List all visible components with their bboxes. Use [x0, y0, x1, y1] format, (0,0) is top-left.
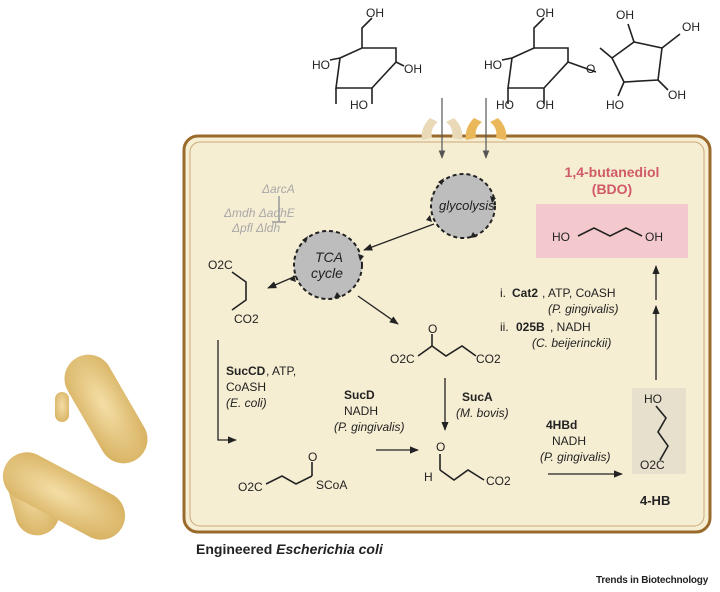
bdo-structure [577, 227, 643, 237]
akg-co2: CO2 [476, 352, 501, 366]
akg-o2c: O2C [390, 352, 415, 366]
bdo-ho: HO [552, 230, 570, 244]
deletion-line2: Δpfl Δldh [232, 221, 281, 235]
bacterium [64, 354, 148, 464]
glucose-transporter [421, 98, 463, 159]
enzyme-suca: SucA [462, 390, 493, 404]
journal-brand: Trends in Biotechnology [596, 575, 709, 586]
sucrose-structure [501, 17, 681, 104]
enzyme-cat2: Cat2 [512, 286, 539, 300]
sucrose-transporter [465, 98, 507, 159]
enzyme-sucd-cofactor: NADH [344, 404, 379, 418]
enzyme-suca-organism: (M. bovis) [456, 406, 509, 420]
sucrose-fru-oh-top-right: OH [682, 20, 700, 34]
bdo-oh: OH [645, 230, 663, 244]
pathway-arrows [217, 223, 660, 478]
succoa-o2c: O2C [238, 480, 263, 494]
tca-cycle-node [293, 230, 363, 300]
succoa-scoa: SCoA [316, 478, 348, 492]
glucose-structure [329, 17, 405, 104]
ssa-h: H [424, 470, 433, 484]
ssa-o: O [436, 440, 446, 454]
glucose-ho-bottom: HO [350, 98, 368, 112]
bacteria-illustration [2, 354, 148, 540]
caption-organism: Escherichia coli [276, 541, 383, 557]
enzyme-4hbd: 4HBd [546, 418, 578, 432]
glycolysis-label: glycolysis [439, 198, 495, 213]
enzyme-025b: 025B [516, 320, 545, 334]
4hb-o2c: O2C [640, 458, 665, 472]
sucrose-fru-ho-bottom: HO [606, 98, 624, 112]
tca-label-line1: TCA [315, 249, 343, 265]
bdo-highlight-box [536, 204, 688, 258]
arrow-tca-to-succinate [267, 275, 297, 289]
enzyme-025b-cofactor: , NADH [550, 320, 591, 334]
enzyme-cat2-prefix: i. [500, 286, 506, 300]
sucrose-glycosidic-o: O [586, 62, 596, 76]
bacterium [2, 452, 126, 540]
succoa-o: O [308, 450, 318, 464]
glycolysis-node [430, 173, 496, 239]
enzyme-succd-cofactor2: CoASH [226, 380, 267, 394]
enzyme-sucd: SucD [344, 388, 375, 402]
arrow-succinate-to-succoa [217, 340, 237, 444]
enzyme-cat2-organism: (P. gingivalis) [548, 302, 619, 316]
glucose-ho-left: HO [312, 58, 330, 72]
caption-prefix: Engineered [196, 541, 277, 557]
figure-caption: Engineered Escherichia coli [196, 542, 383, 556]
succinate-o2c: O2C [208, 258, 233, 272]
ssa-structure [439, 469, 485, 481]
sucrose-oh-top: OH [536, 6, 554, 20]
4hb-structure [655, 405, 669, 461]
glucose-oh-top: OH [366, 6, 384, 20]
deletion-line1: Δmdh ΔadhE [224, 206, 295, 220]
enzyme-025b-organism: (C. beijerinckii) [532, 336, 612, 350]
akg-keto-o: O [428, 322, 438, 336]
succinyl-coa-structure [265, 475, 313, 485]
bacterium [55, 392, 69, 422]
enzyme-succd-cofactor1: , ATP, [266, 364, 297, 378]
akg-structure [417, 345, 477, 357]
4hb-ho: HO [644, 392, 662, 406]
sucrose-ho-left: HO [484, 58, 502, 72]
succinate-co2: CO2 [234, 312, 259, 326]
enzyme-cat2-cofactor: , ATP, CoASH [542, 286, 616, 300]
tca-label-line2: cycle [311, 265, 343, 281]
enzyme-4hbd-cofactor: NADH [552, 434, 587, 448]
cell-inner-membrane [189, 141, 705, 527]
ssa-co2: CO2 [486, 474, 511, 488]
enzyme-4hbd-organism: (P. gingivalis) [540, 450, 611, 464]
enzyme-sucd-organism: (P. gingivalis) [334, 420, 405, 434]
arrow-tca-to-akg [357, 295, 399, 325]
enzyme-025b-prefix: ii. [500, 320, 509, 334]
sucrose-oh-bottom: OH [536, 98, 554, 112]
product-name-line1: 1,4-butanediol [564, 164, 660, 180]
sucrose-ho-bottom: HO [496, 98, 514, 112]
4hb-label: 4-HB [640, 493, 671, 508]
enzyme-succd: SucCD [226, 364, 266, 378]
product-name-line2: (BDO) [591, 181, 633, 197]
arrow-glycolysis-to-tca [363, 223, 435, 251]
glucose-oh-right: OH [404, 62, 422, 76]
sucrose-fru-oh-top-left: OH [616, 8, 634, 22]
succinate-structure [231, 271, 247, 311]
enzyme-succd-organism: (E. coli) [226, 396, 267, 410]
sucrose-fru-oh-bottom-right: OH [668, 88, 686, 102]
deletion-arcA: ΔarcA [262, 182, 295, 196]
